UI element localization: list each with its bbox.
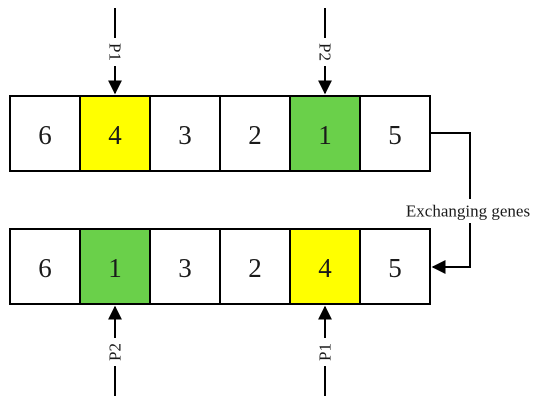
gene-cell: 5 (359, 95, 431, 172)
gene-box (219, 228, 291, 305)
gene-label: 2 (248, 120, 262, 150)
gene-cell: 4 (79, 95, 151, 172)
gene-label: 3 (178, 120, 192, 150)
offspring-chromosome: 6 1 3 2 4 5 (9, 228, 431, 305)
gene-box (359, 95, 431, 172)
gene-box (149, 228, 221, 305)
exchange-note: Exchanging genes (406, 202, 530, 221)
pointer-bottom-second: P1 (316, 305, 335, 396)
gene-label: 6 (38, 120, 52, 150)
gene-label: 4 (108, 120, 122, 150)
pointer-label-backdrop (316, 38, 334, 66)
gene-cell: 6 (9, 95, 81, 172)
pointer-label: P1 (106, 43, 125, 61)
gene-box (9, 95, 81, 172)
gene-cell: 3 (149, 228, 221, 305)
gene-label: 4 (318, 253, 332, 283)
pointer-label: P2 (316, 43, 335, 61)
pointer-label-backdrop (106, 338, 124, 366)
pointer-label-backdrop (106, 38, 124, 66)
pointer-top-second: P2 (316, 8, 335, 95)
gene-box (289, 95, 361, 172)
note-backdrop (390, 199, 548, 223)
gene-label: 2 (248, 253, 262, 283)
gene-cell: 2 (219, 228, 291, 305)
pointer-label: P2 (106, 343, 125, 361)
gene-label: 5 (388, 253, 402, 283)
parent-chromosome: 6 4 3 2 1 5 (9, 95, 431, 172)
gene-cell: 2 (219, 95, 291, 172)
pointer-top-first: P1 (106, 8, 125, 95)
gene-box (359, 228, 431, 305)
gene-box (79, 95, 151, 172)
gene-box (9, 228, 81, 305)
gene-cell: 4 (289, 228, 361, 305)
pointer-bottom-first: P2 (106, 305, 125, 396)
pointer-label-backdrop (316, 338, 334, 366)
gene-label: 6 (38, 253, 52, 283)
gene-box (79, 228, 151, 305)
gene-cell: 6 (9, 228, 81, 305)
gene-cell: 3 (149, 95, 221, 172)
gene-label: 5 (388, 120, 402, 150)
gene-cell: 1 (289, 95, 361, 172)
gene-box (149, 95, 221, 172)
gene-label: 1 (318, 120, 332, 150)
pointer-label: P1 (316, 343, 335, 361)
gene-label: 1 (108, 253, 122, 283)
gene-cell: 1 (79, 228, 151, 305)
gene-label: 3 (178, 253, 192, 283)
exchange-connector: Exchanging genes (390, 132, 548, 274)
gene-cell: 5 (359, 228, 431, 305)
